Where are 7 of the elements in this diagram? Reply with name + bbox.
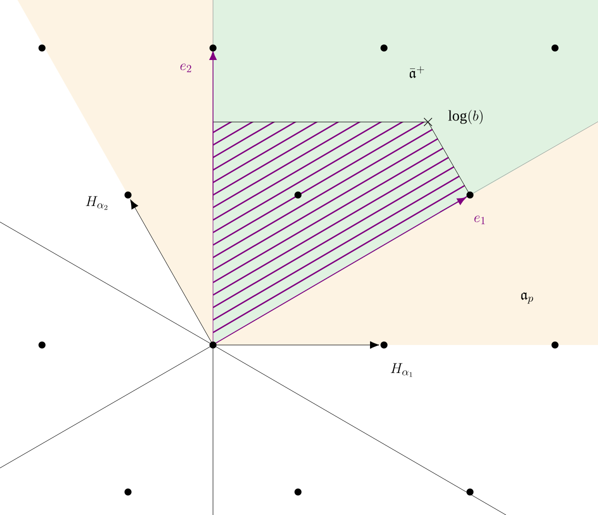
math-label: $\bar{\mathfrak{a}}^+$ [410, 66, 424, 78]
math-label: $H_{\alpha_1}$ [390, 363, 412, 377]
vector-label: $e_1$ [474, 216, 485, 224]
math-label: $H_{\alpha_2}$ [86, 196, 108, 210]
math-label: $\mathfrak{a}_p$ [521, 292, 534, 304]
vector-label: $e_2$ [180, 64, 192, 72]
math-label: $\log(b)$ [448, 110, 483, 124]
